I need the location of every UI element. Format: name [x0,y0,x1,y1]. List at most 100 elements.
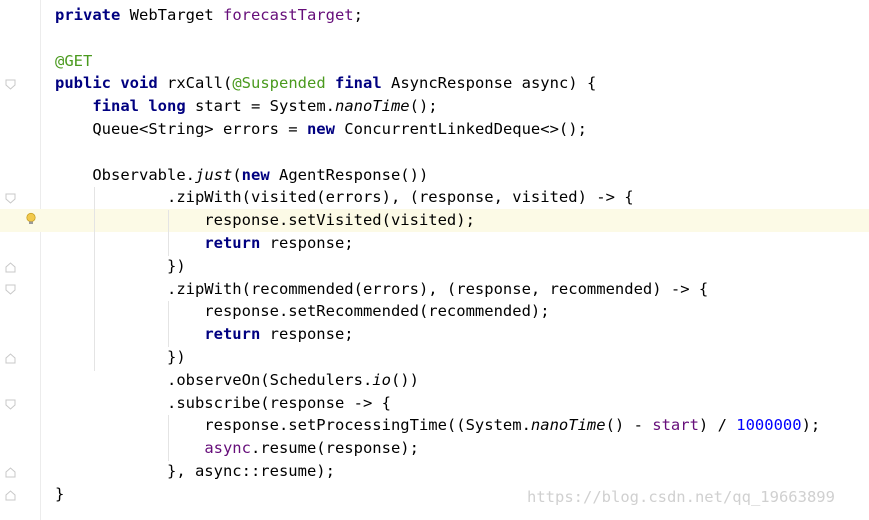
code-line-text: Queue<String> errors = new ConcurrentLin… [55,118,587,141]
code-token [111,74,120,92]
indent-guide [168,415,169,461]
code-token: ); [801,416,821,435]
code-line[interactable]: .subscribe(response -> { [0,392,869,415]
code-token: long [148,97,186,116]
code-line-text: response.setProcessingTime((System.nanoT… [55,414,820,437]
code-line-highlighted[interactable]: response.setVisited(visited); [0,209,869,233]
code-line[interactable] [0,27,869,50]
code-token [55,97,92,115]
code-token: response; [260,234,354,252]
code-line[interactable]: final long start = System.nanoTime(); [0,95,869,118]
code-line[interactable]: Observable.just(new AgentResponse()) [0,164,869,187]
code-token: start = System. [185,97,335,116]
fold-marker-icon[interactable] [5,79,16,90]
code-line-text: return response; [55,232,354,255]
code-token: nanoTime [334,97,410,116]
code-line[interactable] [0,141,869,164]
code-line[interactable]: .zipWith(visited(errors), (response, vis… [0,186,869,209]
fold-end-marker-icon[interactable] [5,262,16,273]
fold-end-marker-icon[interactable] [5,467,16,478]
code-line-text: .zipWith(recommended(errors), (response,… [55,278,708,301]
code-line[interactable]: }, async::resume); [0,460,869,483]
code-line-text: }) [55,255,186,278]
code-token: .resume(response); [250,439,419,458]
indent-guide [168,210,169,256]
code-token: private [55,6,121,24]
code-token: ( [232,165,242,184]
lightbulb-icon[interactable] [24,212,38,226]
fold-marker-icon[interactable] [5,399,16,410]
code-token: }, async::resume); [55,462,335,480]
code-line-text: final long start = System.nanoTime(); [55,95,438,118]
code-token: .observeOn(Schedulers. [55,370,373,389]
code-token: .zipWith(recommended(errors), (response,… [55,279,709,298]
code-line-text: } [55,483,64,506]
code-token: () - [605,416,653,435]
code-token: just [194,165,233,184]
code-line[interactable]: }) [0,346,869,369]
code-line[interactable]: Queue<String> errors = new ConcurrentLin… [0,118,869,141]
code-token: .zipWith(visited(errors), (response, vis… [55,188,634,207]
code-token: .subscribe(response -> { [55,393,391,412]
code-token: ()) [390,370,419,389]
indent-guide [94,279,95,371]
code-line-text: Observable.just(new AgentResponse()) [55,164,428,187]
code-line[interactable]: response.setRecommended(recommended); [0,300,869,323]
fold-marker-icon[interactable] [5,193,16,204]
code-line-text: private WebTarget forecastTarget; [55,4,363,27]
code-token: response; [260,325,354,344]
code-line-text: @GET [55,50,92,73]
fold-end-marker-icon[interactable] [5,490,16,501]
code-token: return [204,325,261,344]
fold-marker-icon[interactable] [5,284,16,295]
code-token: }) [55,256,186,275]
editor-gutter[interactable] [0,0,42,520]
code-line[interactable]: @GET [0,50,869,73]
code-token [55,439,204,457]
code-token: Queue<String> errors = [55,120,307,138]
code-line-text: response.setRecommended(recommended); [55,300,549,323]
code-line[interactable]: public void rxCall(@Suspended final Asyn… [0,72,869,95]
code-line[interactable]: private WebTarget forecastTarget; [0,4,869,27]
code-token [55,325,204,343]
code-token: io [372,370,391,389]
code-token: WebTarget [120,6,223,24]
code-token: (); [409,97,438,116]
code-line[interactable]: .zipWith(recommended(errors), (response,… [0,278,869,301]
code-token: @Suspended [232,74,326,93]
code-token: final [335,74,382,93]
code-token: start [652,416,699,435]
code-token: AsyncResponse async) { [381,74,597,93]
code-line[interactable]: async.resume(response); [0,437,869,460]
code-token: nanoTime [530,416,606,435]
code-token [139,97,148,115]
watermark-text: https://blog.csdn.net/qq_19663899 [527,488,835,506]
code-token: final [92,97,139,116]
code-token [326,74,335,92]
code-token: rxCall( [157,74,233,93]
code-line[interactable]: return response; [0,232,869,255]
code-token: Observable. [55,165,195,184]
code-line[interactable]: .observeOn(Schedulers.io()) [0,369,869,392]
code-line[interactable]: return response; [0,323,869,346]
code-line-text: public void rxCall(@Suspended final Asyn… [55,72,596,95]
code-line-text: .zipWith(visited(errors), (response, vis… [55,186,634,209]
fold-end-marker-icon[interactable] [5,353,16,364]
code-line-text: response.setVisited(visited); [55,209,475,232]
code-token: new [306,120,335,138]
code-token: forecastTarget [222,6,354,24]
code-line-text: }) [55,346,186,369]
code-token: ) / [698,416,737,435]
code-line[interactable]: } [0,483,869,506]
code-line[interactable]: response.setProcessingTime((System.nanoT… [0,414,869,437]
code-token: void [120,74,158,93]
code-line[interactable]: }) [0,255,869,278]
code-token: }) [55,348,186,366]
code-token: AgentResponse()) [269,165,429,184]
code-token [55,234,204,252]
code-token: async [204,439,251,458]
code-token: } [55,484,65,503]
code-token: @GET [55,51,93,70]
